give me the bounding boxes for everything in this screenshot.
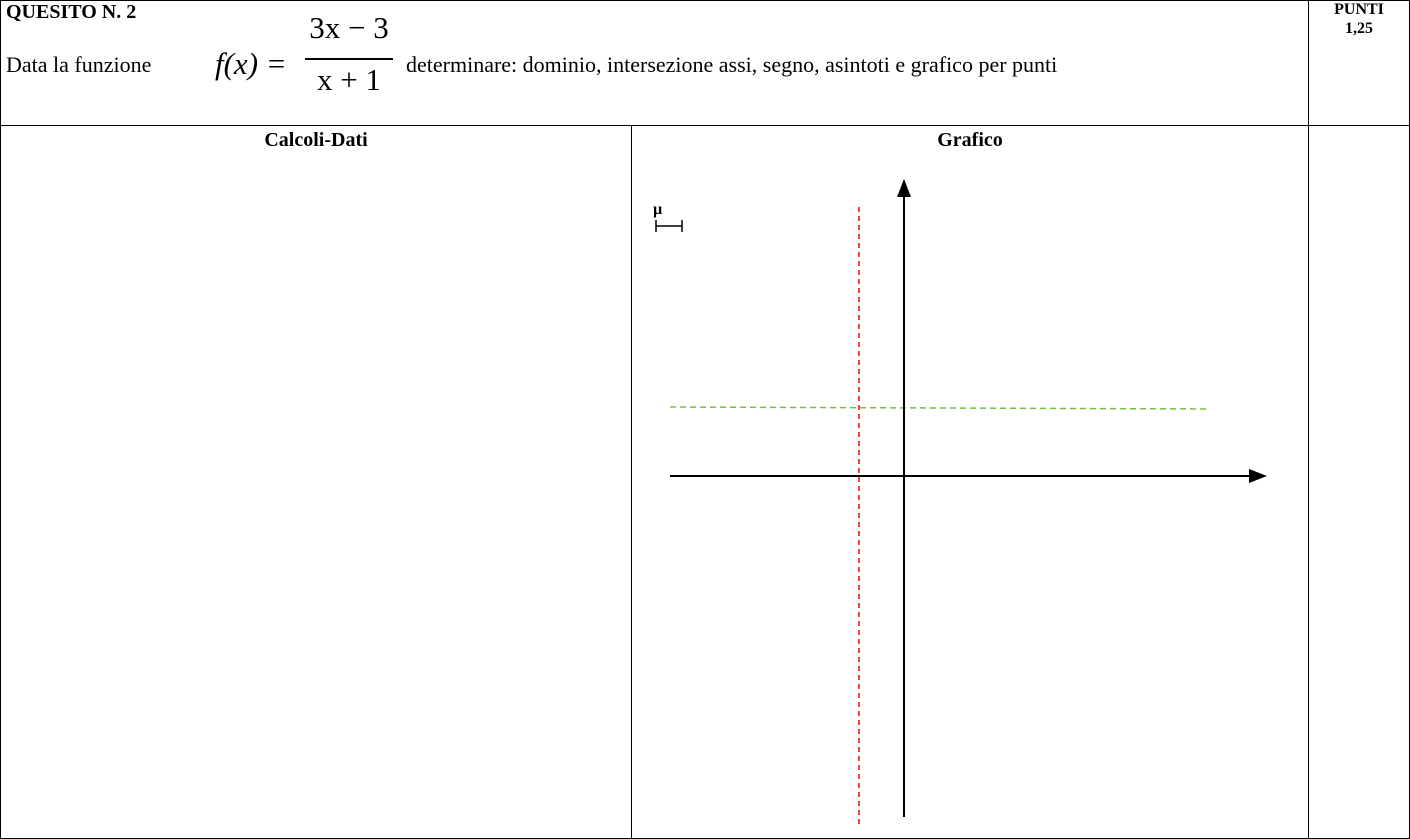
fraction-bar [305,58,393,60]
horizontal-asymptote [669,406,1211,410]
formula-lhs: f(x) = [215,46,287,81]
points-value: 1,25 [1345,20,1373,37]
question-title: QUESITO N. 2 [6,1,137,23]
y-axis-arrow-icon [897,179,911,197]
question-task: determinare: dominio, intersezione assi,… [406,52,1058,77]
question-intro: Data la funzione [6,52,152,77]
x-axis-arrow-icon [1249,469,1267,483]
content-column-divider [631,125,632,839]
border-left [0,0,1,839]
points-column-divider [1308,0,1309,839]
formula-denominator: x + 1 [317,62,381,97]
border-top [0,0,1410,1]
column-header-calcoli: Calcoli-Dati [264,129,368,151]
formula-numerator: 3x − 3 [309,10,389,45]
points-label: PUNTI [1334,1,1384,18]
graph-marker-symbol: µ [653,201,662,218]
row-divider [0,125,1410,126]
function-formula: f(x) = 3x − 3 x + 1 [215,10,405,98]
graph-marker-icon: µ [653,201,683,232]
column-header-grafico: Grafico [937,129,1003,151]
